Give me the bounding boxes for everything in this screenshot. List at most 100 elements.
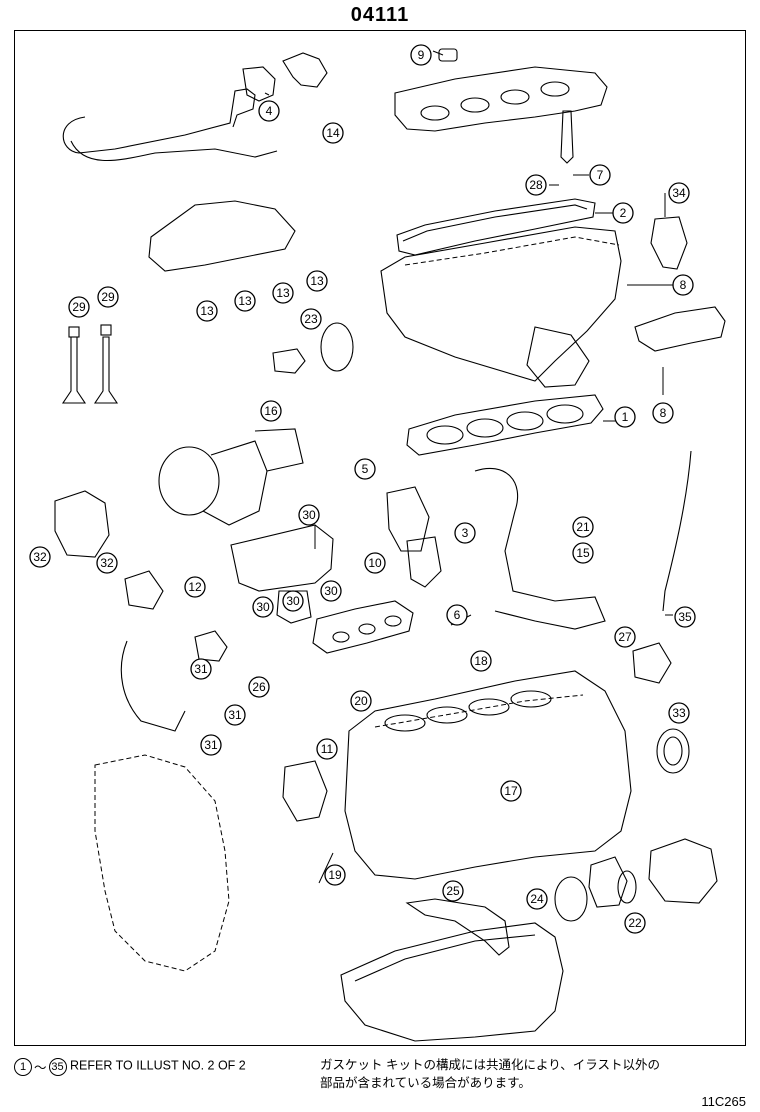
callout-circle: [354, 458, 376, 480]
callout-30: 30: [252, 596, 274, 618]
callout-label: 14: [326, 126, 340, 140]
callout-label: 13: [276, 286, 290, 300]
callout-circle: [306, 270, 328, 292]
callout-30: 30: [282, 590, 304, 612]
callout-32: 32: [96, 552, 118, 574]
callout-layer: 9414728234131313132929238811653302115103…: [29, 44, 696, 934]
callout-label: 12: [188, 580, 202, 594]
callout-23: 23: [300, 308, 322, 330]
callout-label: 16: [264, 404, 278, 418]
callout-circle: [316, 738, 338, 760]
callout-circle: [260, 400, 282, 422]
callout-circle: [652, 402, 674, 424]
callout-7: 7: [589, 164, 611, 186]
callout-label: 8: [660, 406, 667, 420]
callout-label: 7: [597, 168, 604, 182]
callout-13: 13: [306, 270, 328, 292]
callout-label: 30: [286, 594, 300, 608]
callout-label: 29: [72, 300, 86, 314]
callout-circle: [672, 274, 694, 296]
callout-circle: [298, 504, 320, 526]
callout-label: 8: [680, 278, 687, 292]
callout-label: 28: [529, 178, 543, 192]
callout-32: 32: [29, 546, 51, 568]
callout-circle: [322, 122, 344, 144]
callout-label: 17: [504, 784, 518, 798]
range-start-callout: 1: [14, 1057, 32, 1076]
callout-label: 27: [618, 630, 632, 644]
callout-1: 1: [614, 406, 636, 428]
callout-label: 22: [628, 916, 642, 930]
callout-circle: [470, 650, 492, 672]
callout-circle: [410, 44, 432, 66]
callout-circle: [454, 522, 476, 544]
callout-13: 13: [272, 282, 294, 304]
callout-circle: [248, 676, 270, 698]
callout-circle: [29, 546, 51, 568]
callout-range: 1 ～ 35: [14, 1057, 67, 1076]
callout-35: 35: [674, 606, 696, 628]
japanese-note-line1: ガスケット キットの構成には共通化により、イラスト以外の: [320, 1058, 660, 1072]
callout-30: 30: [320, 580, 342, 602]
callout-circle: [442, 880, 464, 902]
callout-label: 13: [310, 274, 324, 288]
callout-11: 11: [316, 738, 338, 760]
callout-31: 31: [200, 734, 222, 756]
callout-circle: [258, 100, 280, 122]
callout-circle: [526, 888, 548, 910]
callout-circle: [196, 300, 218, 322]
callout-circle: [668, 182, 690, 204]
callout-8: 8: [652, 402, 674, 424]
callout-circle: [350, 690, 372, 712]
callout-circle: [572, 516, 594, 538]
callout-label: 26: [252, 680, 266, 694]
callout-5: 5: [354, 458, 376, 480]
callout-label: 3: [462, 526, 469, 540]
callout-label: 30: [324, 584, 338, 598]
callout-34: 34: [668, 182, 690, 204]
callout-9: 9: [410, 44, 432, 66]
callout-circle: [614, 626, 636, 648]
callout-label: 10: [368, 556, 382, 570]
callout-4: 4: [258, 100, 280, 122]
callout-label: 5: [362, 462, 369, 476]
callout-circle: [446, 604, 468, 626]
callout-circle: [200, 734, 222, 756]
callout-31: 31: [224, 704, 246, 726]
callout-18: 18: [470, 650, 492, 672]
callout-13: 13: [234, 290, 256, 312]
japanese-note: ガスケット キットの構成には共通化により、イラスト以外の 部品が含まれている場合…: [320, 1056, 740, 1092]
range-separator: ～: [34, 1061, 47, 1075]
callout-17: 17: [500, 780, 522, 802]
callout-label: 34: [672, 186, 686, 200]
callout-circle: [614, 406, 636, 428]
callout-circle: [96, 552, 118, 574]
callout-circle: [272, 282, 294, 304]
exploded-parts-diagram: 9414728234131313132929238811653302115103…: [29, 44, 726, 1042]
callout-label: 32: [33, 550, 47, 564]
callout-label: 31: [228, 708, 242, 722]
callout-circle: [500, 780, 522, 802]
callout-label: 13: [238, 294, 252, 308]
callout-label: 21: [576, 520, 590, 534]
callout-label: 1: [622, 410, 629, 424]
callout-circle: [324, 864, 346, 886]
callout-circle: [282, 590, 304, 612]
callout-2: 2: [612, 202, 634, 224]
callout-label: 6: [454, 608, 461, 622]
callout-29: 29: [68, 296, 90, 318]
refer-text: REFER TO ILLUST NO. 2 OF 2: [70, 1058, 246, 1073]
callout-label: 9: [418, 48, 425, 62]
callout-circle: [612, 202, 634, 224]
callout-circle: [97, 286, 119, 308]
callout-19: 19: [324, 864, 346, 886]
callout-24: 24: [526, 888, 548, 910]
callout-circle: [668, 702, 690, 724]
callout-label: 33: [672, 706, 686, 720]
callout-label: 20: [354, 694, 368, 708]
callout-26: 26: [248, 676, 270, 698]
callout-circle: [572, 542, 594, 564]
callout-label: 4: [266, 104, 273, 118]
callout-label: 2: [620, 206, 627, 220]
